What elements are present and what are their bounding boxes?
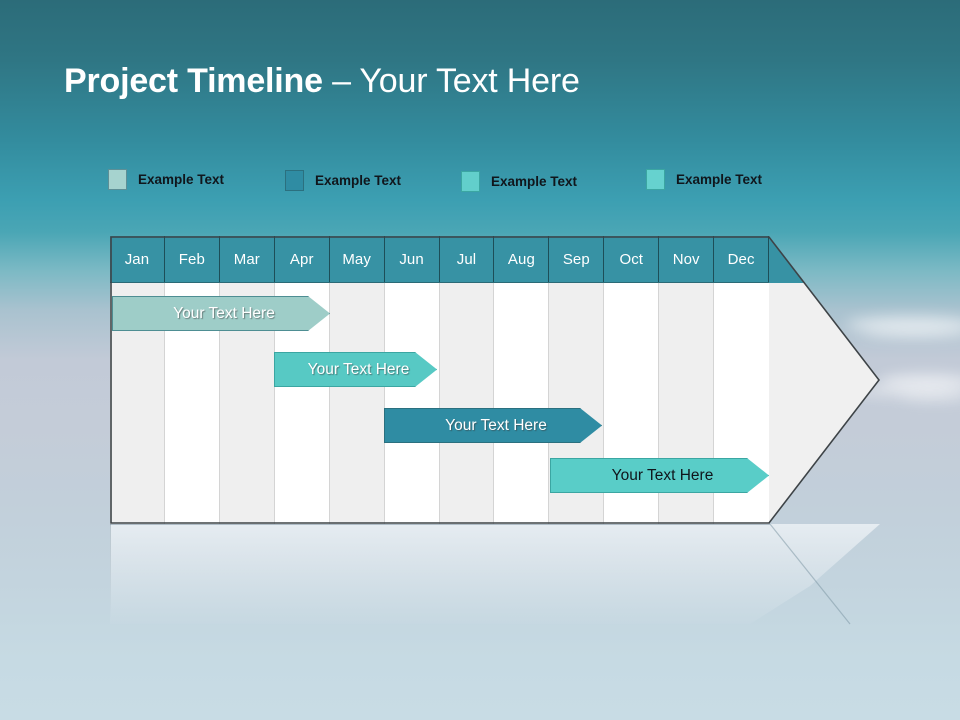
month-header-may[interactable]: May (329, 236, 385, 283)
timeline-bar-0[interactable]: Your Text Here (112, 296, 330, 331)
legend-swatch-icon (646, 169, 665, 190)
legend-label: Example Text (491, 174, 578, 189)
legend-label: Example Text (138, 172, 225, 187)
timeline-bar-2[interactable]: Your Text Here (384, 408, 602, 443)
month-header-oct[interactable]: Oct (604, 236, 660, 283)
month-header-sep[interactable]: Sep (549, 236, 605, 283)
timeline-bar-label: Your Text Here (445, 416, 547, 434)
page-title-bold: Project Timeline (64, 62, 323, 100)
chart-reflection (110, 524, 880, 624)
month-header-mar[interactable]: Mar (219, 236, 275, 283)
timeline-header-underline (110, 282, 769, 283)
timeline-bar-label: Your Text Here (307, 360, 410, 378)
month-header-feb[interactable]: Feb (164, 236, 220, 283)
legend-item-2[interactable]: Example Text (461, 171, 577, 192)
month-header-nov[interactable]: Nov (659, 236, 715, 283)
month-header-apr[interactable]: Apr (274, 236, 330, 283)
timeline-bar-label: Your Text Here (173, 304, 275, 322)
legend-item-1[interactable]: Example Text (285, 170, 401, 191)
page-title-light: Your Text Here (359, 62, 580, 100)
chart-reflection-left-edge (110, 524, 111, 619)
month-header-jul[interactable]: Jul (439, 236, 495, 283)
legend-item-3[interactable]: Example Text (646, 169, 762, 190)
cloud-wisp-icon (900, 392, 960, 402)
cloud-wisp-icon (880, 374, 960, 389)
timeline-bar-1[interactable]: Your Text Here (274, 352, 437, 387)
legend-swatch-icon (285, 170, 304, 191)
legend-item-0[interactable]: Example Text (108, 169, 224, 190)
timeline-bar-3[interactable]: Your Text Here (550, 458, 769, 493)
legend-swatch-icon (108, 169, 127, 190)
legend-swatch-icon (461, 171, 480, 192)
legend-label: Example Text (315, 173, 402, 188)
legend-label: Example Text (676, 172, 763, 187)
month-header-dec[interactable]: Dec (714, 236, 770, 283)
timeline-bar-label: Your Text Here (611, 466, 714, 484)
month-header-jan[interactable]: Jan (110, 236, 165, 283)
chart-reflection-diagonal (770, 524, 851, 625)
chart-reflection-edge (110, 523, 770, 525)
month-header-aug[interactable]: Aug (494, 236, 550, 283)
page-title: Project Timeline – Your Text Here (64, 58, 580, 104)
month-header-jun[interactable]: Jun (384, 236, 440, 283)
page-title-dash: – (322, 62, 360, 100)
